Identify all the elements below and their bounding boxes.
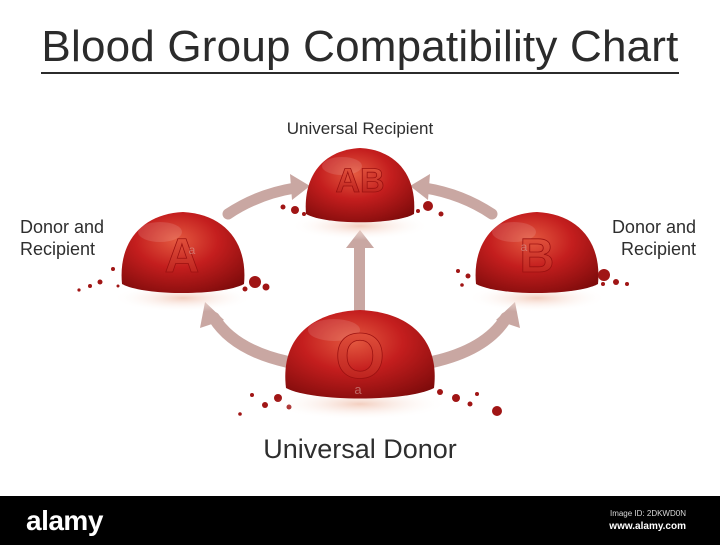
stock-footer-bar: alamy Image ID: 2DKWD0N www.alamy.com: [0, 496, 720, 545]
group-b-label: B: [520, 230, 555, 283]
site-url-text: www.alamy.com: [609, 521, 686, 532]
a-role-label: Donor and Recipient: [20, 217, 105, 259]
blood-drop-a: A a: [113, 212, 253, 312]
group-o-label: O: [335, 320, 385, 392]
arrow-a-to-ab: [222, 174, 310, 220]
group-ab-label: AB: [335, 162, 384, 200]
alamy-logo: alamy: [26, 505, 103, 536]
diagram: Blood Group Compatibility Chart: [0, 22, 720, 464]
watermark-a: a: [189, 243, 196, 257]
arrow-o-to-b: [426, 302, 520, 368]
arrow-b-to-ab: [410, 174, 498, 220]
image-id-text: Image ID: 2DKWD0N: [609, 509, 686, 518]
arrow-o-to-a: [200, 302, 294, 368]
watermark-b: a: [521, 240, 528, 254]
universal-recipient-label: Universal Recipient: [286, 119, 434, 138]
watermark-o: a: [354, 382, 362, 397]
b-role-label: Donor and Recipient: [611, 217, 696, 259]
page-title: Blood Group Compatibility Chart: [0, 22, 720, 74]
splatter-dots: [77, 201, 629, 416]
arrow-o-to-ab: [346, 230, 374, 314]
blood-drop-ab: AB: [290, 148, 430, 240]
compatibility-diagram: AB A a B a O a: [77, 148, 629, 420]
blood-drop-b: B a: [467, 212, 607, 312]
blood-drop-o: O a: [272, 310, 448, 420]
universal-donor-label: Universal Donor: [263, 434, 457, 464]
group-a-label: A: [165, 230, 200, 283]
